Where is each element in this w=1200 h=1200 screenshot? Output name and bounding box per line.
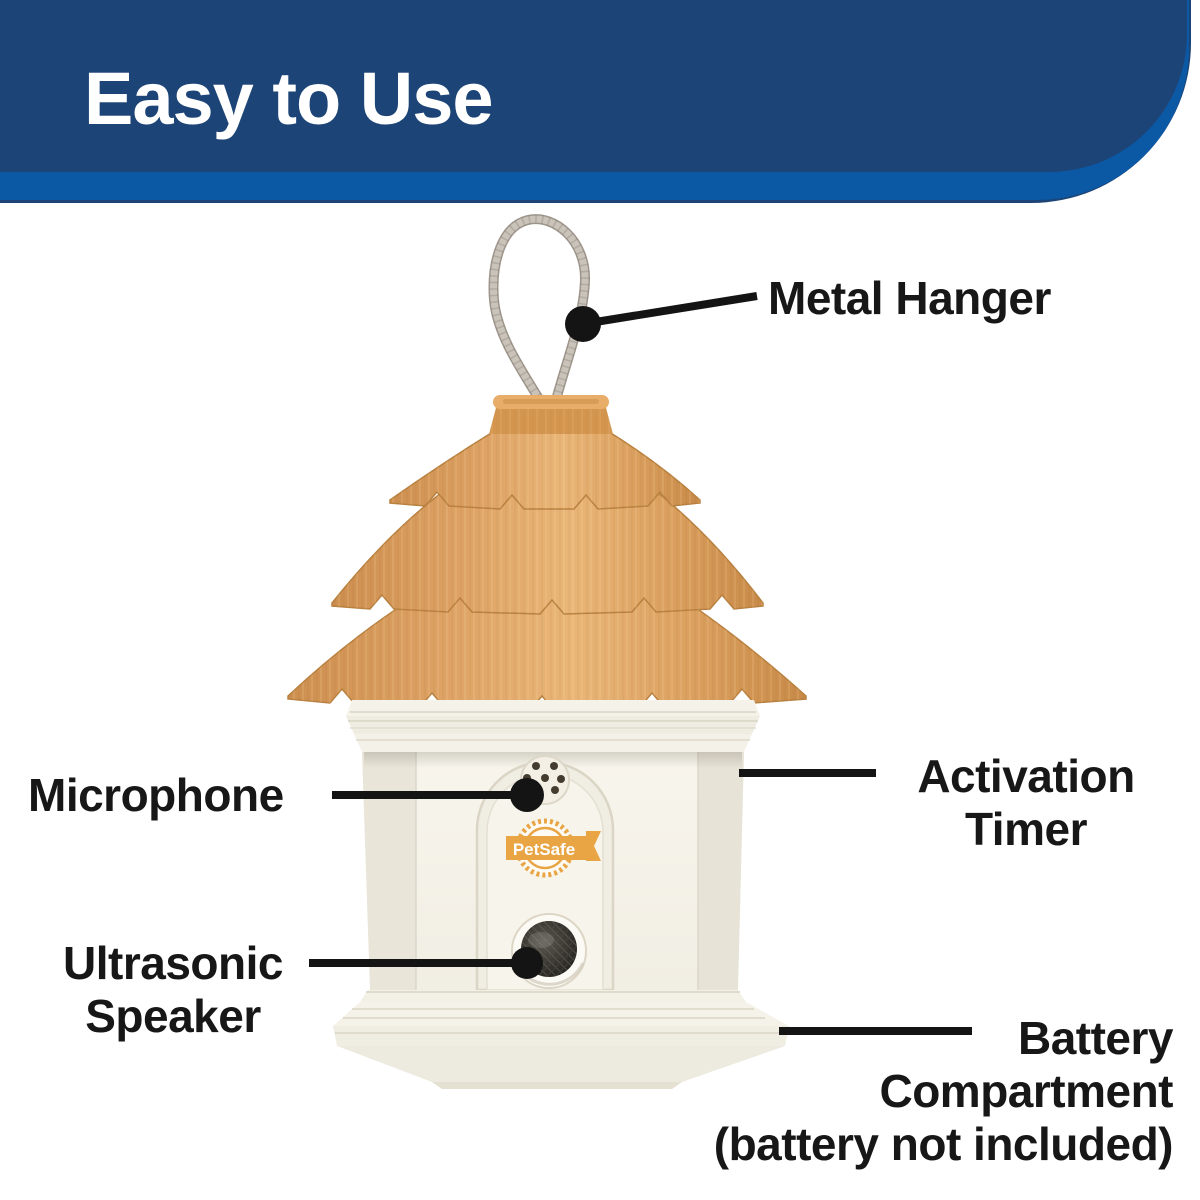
- petsafe-logo: PetSafe: [506, 818, 601, 878]
- label-line: Ultrasonic: [63, 937, 283, 989]
- page-title: Easy to Use: [84, 57, 494, 140]
- callout-label-metal-hanger: Metal Hanger: [768, 272, 1051, 325]
- callout-label-activation-timer: Activation Timer: [890, 750, 1162, 856]
- roof: [287, 395, 807, 711]
- label-line: Activation: [917, 750, 1135, 802]
- label-line: Speaker: [85, 990, 261, 1042]
- callout-label-battery-compartment: Battery Compartment (battery not include…: [713, 1012, 1174, 1171]
- callout-dot-ultrasonic-speaker: [511, 947, 543, 979]
- callout-label-microphone: Microphone: [28, 769, 284, 822]
- callout-label-ultrasonic-speaker: Ultrasonic Speaker: [30, 937, 316, 1043]
- header-banner: Easy to Use: [0, 0, 1187, 172]
- label-line: (battery not included): [713, 1118, 1174, 1170]
- label-line: Timer: [965, 803, 1087, 855]
- callout-line-metal-hanger: [582, 292, 758, 328]
- label-line: Battery: [1017, 1012, 1174, 1064]
- logo-text: PetSafe: [513, 840, 575, 859]
- label-line: Microphone: [28, 769, 284, 821]
- base: [333, 990, 789, 1089]
- callout-lines: [309, 292, 972, 1035]
- label-line: Compartment: [879, 1065, 1173, 1117]
- roof-cap: [489, 395, 613, 434]
- callout-dot-microphone: [510, 778, 544, 812]
- callout-dot-metal-hanger: [565, 306, 601, 342]
- label-line: Metal Hanger: [768, 272, 1051, 324]
- housing-body: PetSafe: [333, 700, 789, 1089]
